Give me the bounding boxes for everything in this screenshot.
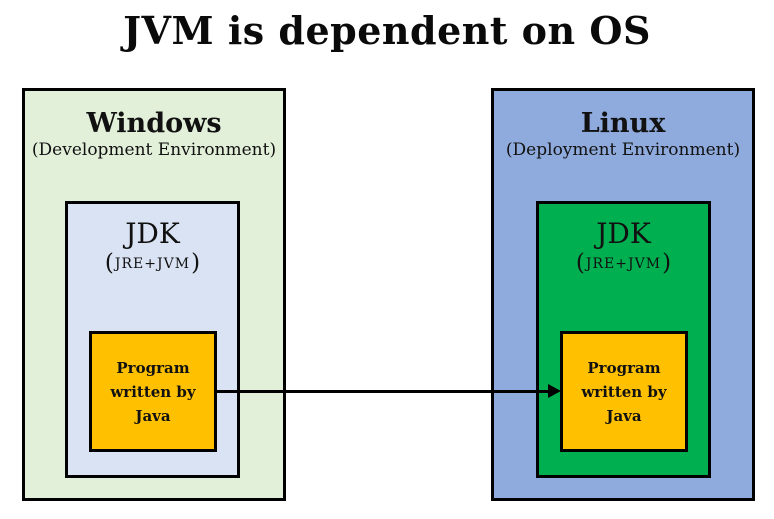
jdk-sublabel-linux: ( JRE+JVM ) [539,250,708,278]
program-box-linux: Program written by Java [560,331,688,452]
diagram-title: JVM is dependent on OS [123,8,651,53]
program-label-linux: Program written by Java [581,358,667,425]
windows-environment-subtitle: (Development Environment) [31,140,277,161]
jdk-sublabel-close-paren: ) [662,250,672,277]
jdk-sublabel-open-paren: ( [104,250,114,277]
program-box-windows: Program written by Java [89,331,217,452]
windows-environment-name: Windows [86,108,222,139]
dependency-arrow-line [217,390,549,393]
jdk-sublabel-windows: ( JRE+JVM ) [68,250,237,278]
jdk-sublabel-text: JRE+JVM [585,255,662,272]
jdk-sublabel-text: JRE+JVM [114,255,191,272]
linux-environment-name: Linux [580,108,666,139]
jdk-sublabel-close-paren: ) [191,250,201,277]
jdk-label-windows: JDK [125,217,180,250]
jdk-sublabel-open-paren: ( [575,250,585,277]
jdk-label-linux: JDK [596,217,651,250]
linux-environment-subtitle: (Deployment Environment) [505,140,741,161]
dependency-arrow-head-icon [548,384,561,398]
program-label-windows: Program written by Java [110,358,196,425]
